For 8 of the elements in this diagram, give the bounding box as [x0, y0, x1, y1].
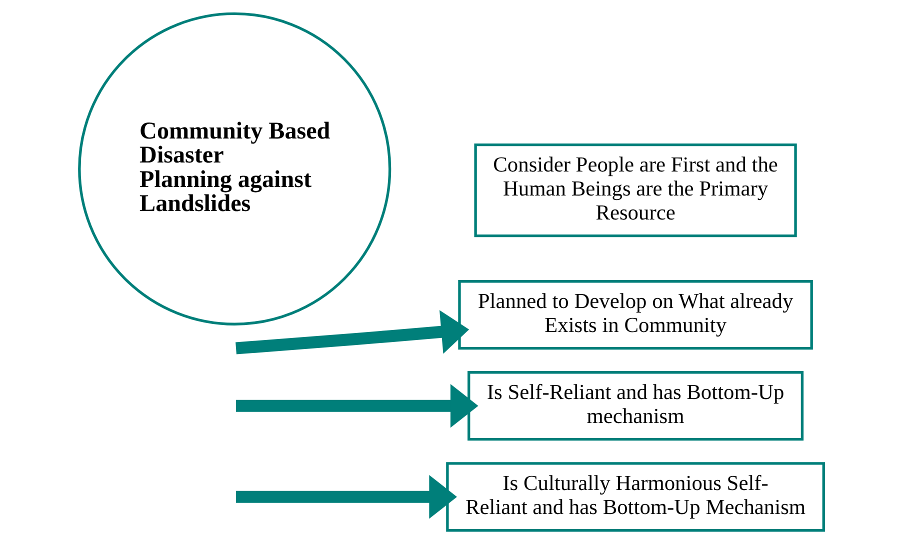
arrow: [236, 475, 457, 519]
arrow: [236, 384, 478, 428]
node-box: Planned to Develop on What already Exists in Community: [458, 280, 813, 350]
arrow: [236, 310, 470, 354]
node-box: Is Self-Reliant and has Bottom-Up mechanism: [468, 371, 804, 441]
node-box: Is Culturally Harmonious Self-Reliant and has Bottom-Up Mechanism: [446, 462, 825, 532]
node-circle: Community Based Disaster Planning against Landslides: [78, 12, 392, 326]
node-box: Consider People are First and the Human Beings are the Primary Resource: [474, 143, 797, 238]
